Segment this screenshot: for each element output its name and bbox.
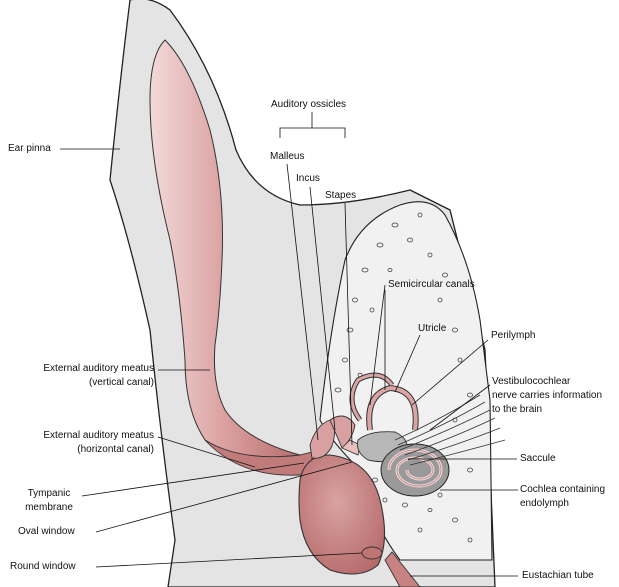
label-stapes: Stapes (325, 190, 357, 201)
label-auditory-ossicles: Auditory ossicles (271, 99, 347, 110)
label-tympanic-line2: membrane (25, 502, 73, 513)
bone-texture (334, 212, 473, 543)
cochlea (380, 443, 450, 497)
label-saccule: Saccule (520, 453, 556, 464)
middle-ear-cavity (298, 454, 386, 575)
label-vestibulocochlear-line3: to the brain (492, 404, 543, 415)
label-incus: Incus (296, 173, 320, 184)
label-oval-window: Oval window (18, 526, 75, 537)
label-cochlea: Cochlea containing endolymph (520, 483, 605, 511)
label-utricle: Utricle (418, 323, 447, 334)
label-eam-vertical-line2: (vertical canal) (88, 377, 154, 388)
label-eustachian-tube: Eustachian tube (522, 570, 594, 581)
label-round-window: Round window (10, 561, 76, 572)
semicircular-canals (349, 372, 419, 431)
label-eam-horizontal-line2: (horizontal canal) (77, 444, 154, 455)
label-tympanic-membrane: Tympanic membrane (18, 487, 80, 515)
label-perilymph: Perilymph (491, 330, 536, 341)
label-vestibulocochlear-line2: nerve carries information (492, 390, 603, 401)
label-vestibulocochlear: Vestibulocochlear nerve carries informat… (492, 375, 602, 417)
leader-lines (60, 148, 518, 577)
label-eam-vertical: External auditory meatus (vertical canal… (0, 362, 154, 390)
ossicles-bracket (279, 112, 346, 138)
malleus-bone (309, 419, 335, 459)
label-tympanic-line1: Tympanic (27, 488, 71, 499)
label-cochlea-line1: Cochlea containing (520, 484, 606, 495)
label-eam-horizontal-line1: External auditory meatus (43, 430, 154, 441)
vestibulocochlear-nerve (394, 394, 506, 466)
label-semicircular-canals: Semicircular canals (388, 279, 475, 290)
label-vestibulocochlear-line1: Vestibulocochlear (492, 376, 571, 387)
label-cochlea-line2: endolymph (520, 498, 569, 509)
label-ear-pinna: Ear pinna (8, 143, 51, 154)
label-malleus: Malleus (270, 151, 305, 162)
eustachian-tube (384, 551, 421, 587)
label-eam-vertical-line1: External auditory meatus (43, 363, 154, 374)
label-eam-horizontal: External auditory meatus (horizontal can… (0, 429, 154, 457)
round-window (361, 546, 383, 560)
